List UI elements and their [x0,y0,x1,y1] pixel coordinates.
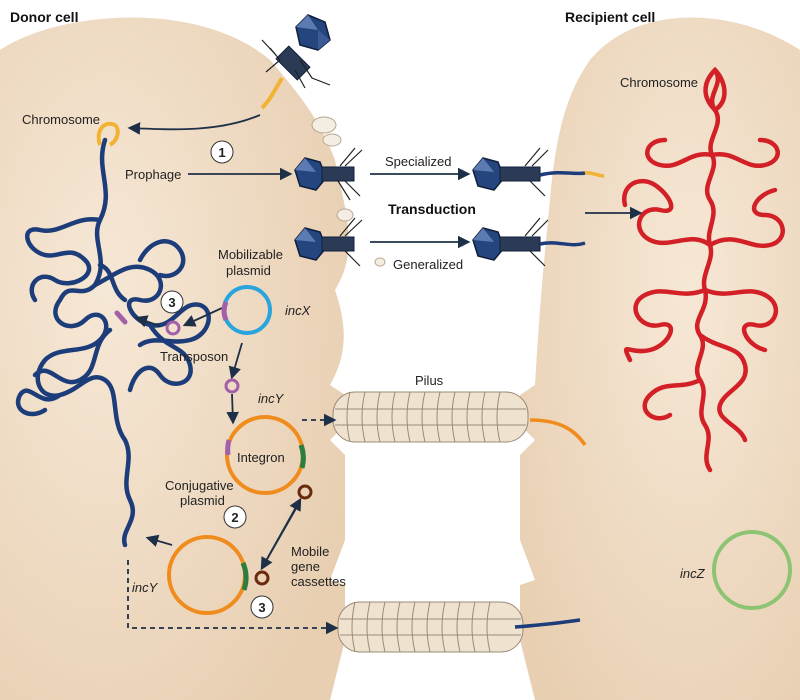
phage-prophage [294,147,363,201]
transposon-label: Transposon [160,349,228,364]
svg-text:3: 3 [258,600,265,615]
pilus-transfer-blue [514,618,581,629]
gene-cassette [254,570,270,586]
chromosome-recipient-label: Chromosome [620,75,698,90]
donor-cell [0,17,349,700]
gene-cassette [297,484,313,500]
integron-label: Integron [237,450,285,465]
svg-text:1: 1 [218,145,225,160]
mobilizable-label-line2: plasmid [226,263,271,278]
donor-chromosome [15,137,211,548]
incY-top-label: incY [258,391,285,406]
transposon-circle [224,378,240,394]
chromosome-transposon-mark [114,310,128,325]
step-3-cassettes: 3 [250,595,274,619]
pilus-bottom [337,601,524,653]
pilus-transfer-orange [529,418,587,446]
membrane-bleb [336,208,354,222]
specialized-dna-tip [584,171,605,178]
mobile-cassettes-line3: cassettes [291,574,346,589]
svg-text:3: 3 [168,295,175,310]
arrow-transposon-to-plasmid [226,393,239,425]
recipient-cell-title: Recipient cell [565,9,655,25]
recipient-cell [520,17,800,700]
arrow-conjugation-bottom [127,560,339,635]
incZ-plasmid [712,530,792,610]
arrow-integration [127,114,261,135]
step-2: 2 [223,505,247,529]
chromosome-prophage-tip [96,121,120,147]
conjugative-label-line2: plasmid [180,493,225,508]
recipient-chromosome [622,66,785,473]
conjugative-label-line1: Conjugative [165,478,234,493]
transduction-label: Transduction [388,201,476,217]
membrane-bleb [374,257,386,267]
arrow-integron-to-cassette [260,504,299,571]
incX-label: incX [285,303,312,318]
pilus-top [332,391,529,443]
generalized-label: Generalized [393,257,463,272]
step-3-transposon: 3 [160,290,184,314]
mobilizable-plasmid-transposon [221,301,229,321]
phage-top [261,14,331,89]
arrow-plasmid-to-chromosome [145,534,173,547]
phage-generalized-source [294,217,363,267]
mobile-cassettes-line2: gene [291,559,320,574]
plasmid-bottom-green-segment [240,562,249,591]
pilus-label: Pilus [415,373,444,388]
incZ-label: incZ [680,566,706,581]
donor-cell-title: Donor cell [10,9,78,25]
mobile-cassettes-line1: Mobile [291,544,329,559]
specialized-dna [539,170,586,177]
mobilizable-label-line1: Mobilizable [218,247,283,262]
arrow-transposon-down [228,342,243,380]
phage-specialized-recipient [472,147,549,197]
incY-bottom-label: incY [132,580,159,595]
phage-generalized-recipient [472,217,549,267]
chromosome-donor-label: Chromosome [22,112,100,127]
step-1: 1 [210,140,234,164]
arrow-plasmid-to-transposon [182,307,223,327]
membrane-bleb [311,116,337,134]
arrow-transposon-to-chromosome [134,315,161,328]
specialized-label: Specialized [385,154,452,169]
membrane-bleb [322,133,342,147]
prophage-label: Prophage [125,167,181,182]
plasmid-transposon-insert [225,439,232,456]
generalized-dna [539,241,586,247]
svg-text:2: 2 [231,510,238,525]
integron-segment [298,444,306,469]
transposon-circle [165,320,181,336]
phage-injected-dna [260,76,284,110]
